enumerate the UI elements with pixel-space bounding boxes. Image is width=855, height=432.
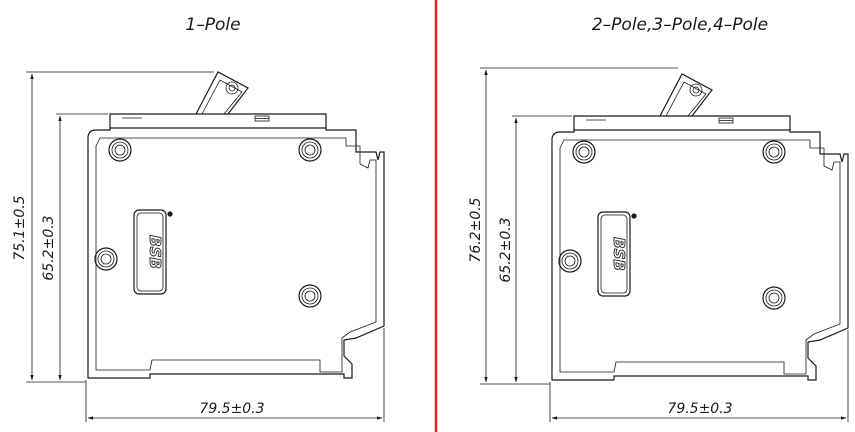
brand-logo: BSB [610, 237, 628, 271]
panel-title: 1–Pole [185, 15, 240, 35]
dim-width-label: 79.5±0.3 [199, 401, 264, 417]
dim-body-height: 65.2±0.3 [498, 115, 572, 383]
dim-outer-height: 76.2±0.5 [468, 67, 678, 385]
dim-width: 79.5±0.3 [549, 330, 849, 422]
dim-body-height-label: 65.2±0.3 [498, 217, 514, 282]
dim-body-height-label: 65.2±0.3 [41, 215, 57, 280]
dim-width-label: 79.5±0.3 [667, 401, 732, 417]
breaker-drawing [87, 71, 385, 379]
dim-body-height: 65.2±0.3 [41, 113, 108, 381]
dim-width: 79.5±0.3 [85, 328, 385, 422]
panel-multi-pole: 2–Pole,3–Pole,4–Pole BSB 76.2±0.5 65.2±0… [468, 15, 849, 422]
dim-outer-height-label: 75.1±0.5 [12, 195, 28, 260]
brand-logo: BSB [146, 235, 164, 269]
panel-title: 2–Pole,3–Pole,4–Pole [592, 15, 768, 35]
dim-outer-height-label: 76.2±0.5 [468, 197, 484, 262]
dim-outer-height: 75.1±0.5 [12, 71, 214, 383]
panel-1-pole: 1–Pole BSB 75.1±0.5 65.2±0.3 79.5±0.3 [12, 15, 385, 422]
breaker-drawing [551, 73, 849, 381]
